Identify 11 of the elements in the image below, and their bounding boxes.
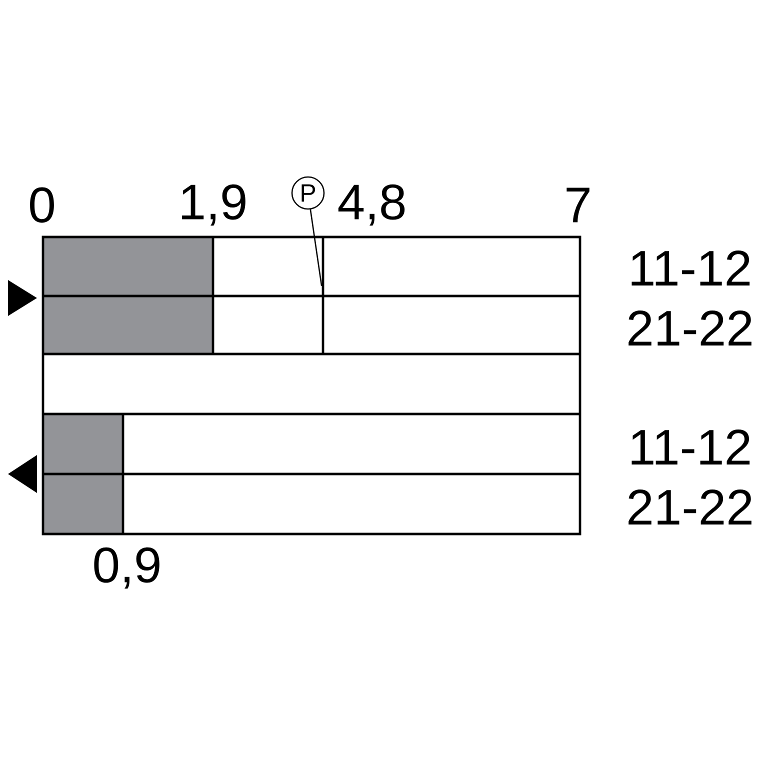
tick-label: 4,8: [338, 184, 405, 226]
leader-line: [310, 209, 322, 286]
divider-line: [322, 237, 324, 354]
contact-label: 21-22: [628, 490, 752, 524]
tick-label: 1,9: [182, 184, 246, 226]
tick-label: 7: [566, 188, 590, 222]
contact-label: 11-12: [632, 430, 750, 464]
tick-label: 0,9: [94, 547, 160, 589]
tick-label: 0: [30, 187, 54, 223]
contact-label: 11-12: [632, 250, 750, 286]
contact-label: 21-22: [628, 310, 752, 346]
